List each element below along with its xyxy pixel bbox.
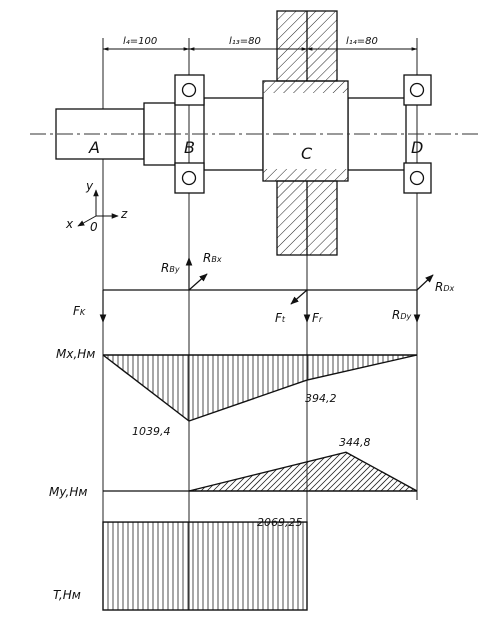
my-hatch-line xyxy=(416,452,417,491)
force-label-rbx: RBx xyxy=(203,251,222,265)
force-label-rdx: RDx xyxy=(435,280,455,294)
bearing-b-top xyxy=(174,74,205,106)
my-moment-diagram xyxy=(103,436,499,492)
point-label-d: D xyxy=(411,138,424,157)
my-hatch-line xyxy=(206,452,263,491)
force-label-rdy: RDy xyxy=(392,308,412,322)
my-hatch-line xyxy=(471,436,499,491)
torque-outline xyxy=(102,521,308,611)
force-ft-arrow xyxy=(290,289,308,305)
my-hatch-line xyxy=(302,452,359,491)
dimension-l13: l₁₃=80 xyxy=(229,36,261,47)
gear xyxy=(262,10,349,256)
dimension-l14: l₁₄=80 xyxy=(346,36,378,47)
my-diagram-label: My,Нм xyxy=(49,485,88,499)
my-hatch-line xyxy=(189,452,227,491)
my-hatch-line xyxy=(410,452,417,491)
mx-value-b: 1039,4 xyxy=(132,425,171,438)
my-outline xyxy=(188,451,418,492)
bearing-d xyxy=(403,74,432,194)
my-hatch-line xyxy=(296,452,353,491)
point-label-a: A xyxy=(89,138,100,157)
force-label-fk: FK xyxy=(73,304,86,318)
my-hatch-line xyxy=(230,452,287,491)
my-hatch-line xyxy=(224,452,281,491)
my-hatch-line xyxy=(189,452,245,491)
torque-diagram xyxy=(102,521,308,611)
my-hatch-line xyxy=(189,452,209,491)
bearing-b xyxy=(174,74,205,194)
bearing-d-bottom xyxy=(403,162,432,194)
force-rbx-arrow xyxy=(188,273,208,291)
my-hatch-line xyxy=(453,436,499,491)
my-value-c: 344,8 xyxy=(339,436,371,449)
my-hatch-line xyxy=(380,452,417,491)
bearing-d-top xyxy=(403,74,432,106)
my-hatch-line xyxy=(284,452,341,491)
my-hatch-line xyxy=(189,452,239,491)
axis-label-origin: 0 xyxy=(90,220,98,234)
my-hatch-line xyxy=(441,436,496,491)
my-hatch-line xyxy=(326,452,383,491)
my-hatch-line xyxy=(290,452,347,491)
force-scheme xyxy=(99,257,434,323)
axis-label-z: z xyxy=(121,207,128,221)
my-hatch-line xyxy=(423,436,478,491)
axis-label-y: y xyxy=(86,179,94,193)
my-hatch-line xyxy=(447,436,499,491)
coordinate-axes xyxy=(77,189,119,227)
bearing-b-bottom xyxy=(174,162,205,194)
my-hatch-line xyxy=(260,452,317,491)
my-hatch-line xyxy=(465,436,499,491)
gear-hub xyxy=(262,80,349,182)
my-hatch-line xyxy=(189,452,215,491)
torque-diagram-label: T,Нм xyxy=(53,588,81,602)
my-hatch-line xyxy=(435,436,490,491)
torque-value: 2069,25 xyxy=(257,516,303,529)
force-label-ft: Ft xyxy=(275,311,286,325)
my-hatch-line xyxy=(218,452,275,491)
my-hatch-line xyxy=(200,452,257,491)
my-hatch-line xyxy=(368,452,417,491)
mx-value-c: 394,2 xyxy=(305,392,337,405)
my-hatch-line xyxy=(398,452,417,491)
point-label-c: C xyxy=(301,144,313,163)
my-hatch-line xyxy=(236,452,293,491)
my-hatch-line xyxy=(320,452,377,491)
mx-outline xyxy=(102,354,418,422)
my-hatch-line xyxy=(266,452,323,491)
my-hatch-line xyxy=(308,452,365,491)
mx-moment-diagram xyxy=(102,354,418,422)
axis-label-x: x xyxy=(66,217,74,231)
my-hatch-line xyxy=(189,452,197,491)
my-hatch-line xyxy=(189,452,221,491)
my-hatch-line xyxy=(189,452,191,491)
my-hatch-line xyxy=(404,452,417,491)
my-hatch-line xyxy=(386,452,417,491)
my-hatch-line xyxy=(278,452,335,491)
dimension-l4: l₄=100 xyxy=(123,36,158,47)
force-rdx-arrow xyxy=(416,274,434,291)
my-hatch-line xyxy=(248,452,305,491)
my-hatch-line xyxy=(242,452,299,491)
my-hatch-line xyxy=(189,452,203,491)
force-label-rby: RBy xyxy=(161,261,180,275)
my-hatch-line xyxy=(129,436,184,491)
my-hatch-line xyxy=(362,452,417,491)
force-label-fr: Fr xyxy=(312,311,323,325)
my-hatch-line xyxy=(429,436,484,491)
my-hatch-line xyxy=(459,436,499,491)
my-hatch xyxy=(129,436,499,491)
my-hatch-line xyxy=(332,452,389,491)
mx-diagram-label: Mx,Нм xyxy=(56,347,96,361)
point-label-b: B xyxy=(184,138,195,157)
my-hatch-line xyxy=(314,452,371,491)
